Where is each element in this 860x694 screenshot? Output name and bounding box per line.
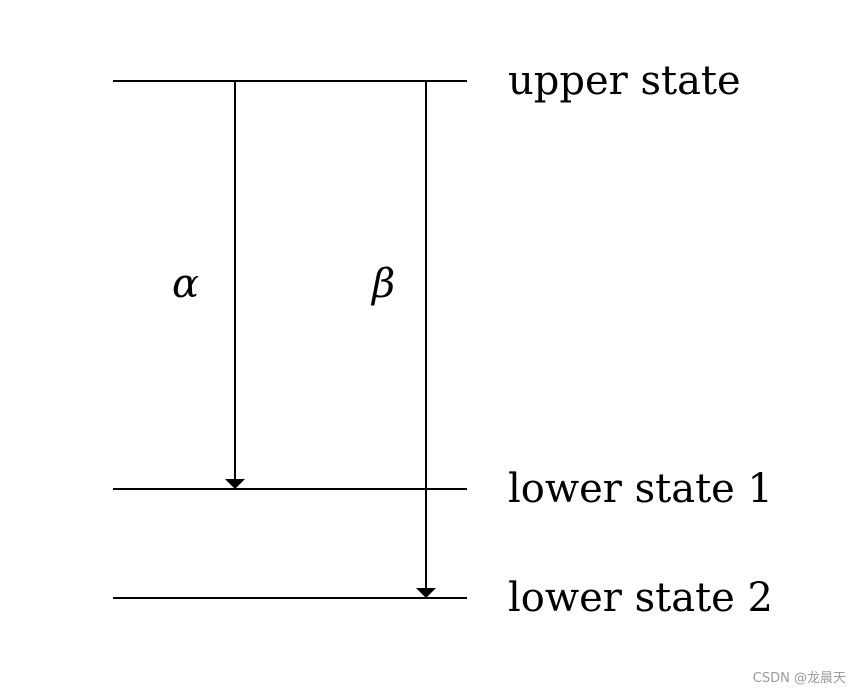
lower-state-2-label: lower state 2 xyxy=(508,575,773,621)
lower-state-1-label: lower state 1 xyxy=(508,466,773,512)
upper-state-label: upper state xyxy=(508,58,741,104)
watermark: CSDN @龙晨天 xyxy=(752,671,846,686)
alpha-label: α xyxy=(172,261,199,307)
beta-label: β xyxy=(370,261,395,307)
